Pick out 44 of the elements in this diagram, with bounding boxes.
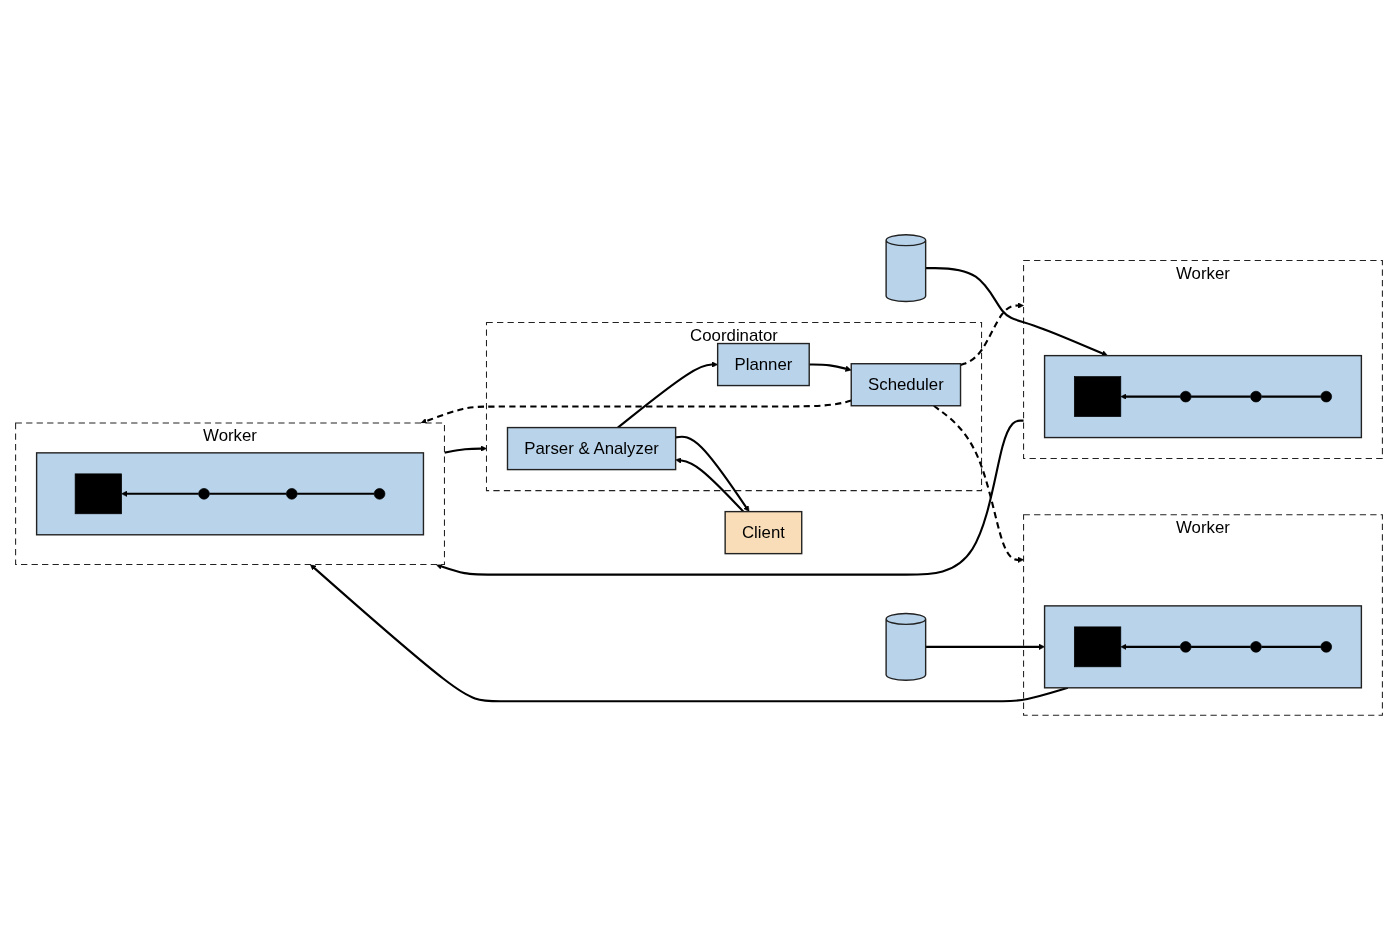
cluster: Worker <box>1023 514 1383 716</box>
arrow <box>444 445 487 454</box>
node-box: Scheduler <box>850 363 962 407</box>
node-box: Client <box>724 510 803 555</box>
node-box <box>1074 376 1122 417</box>
node-circle <box>1180 641 1192 653</box>
connector <box>297 492 375 495</box>
arrow <box>675 435 750 512</box>
connector <box>1261 645 1321 648</box>
node-cylinder <box>885 612 927 681</box>
node-circle <box>198 488 210 500</box>
node-box <box>1074 626 1122 668</box>
node-circle <box>373 488 386 500</box>
node-circle <box>1250 390 1262 403</box>
cluster: Worker <box>15 422 445 566</box>
arrow <box>809 363 852 372</box>
node-box: Planner <box>716 342 810 387</box>
node-circle <box>1320 390 1332 403</box>
arrow <box>1120 393 1181 400</box>
cluster <box>1043 354 1363 439</box>
arrow <box>675 457 745 513</box>
connector <box>1191 395 1251 398</box>
arrow <box>310 564 1069 703</box>
arrow <box>925 267 1108 357</box>
node-box <box>74 473 122 515</box>
arrow <box>121 490 199 497</box>
node-cylinder <box>885 234 927 303</box>
cluster: Worker <box>1023 260 1383 460</box>
node-box: Parser & Analyzer <box>506 426 677 471</box>
arrow <box>933 404 1024 563</box>
arrow <box>420 399 852 425</box>
node-circle <box>286 488 298 500</box>
arrow <box>925 643 1045 650</box>
connector <box>1191 645 1251 648</box>
node-circle <box>1320 641 1332 653</box>
arrow <box>960 302 1024 367</box>
connector <box>1261 395 1321 398</box>
cluster <box>1043 605 1363 689</box>
arrow <box>435 419 1024 576</box>
connector <box>209 492 287 495</box>
arrow <box>617 361 718 429</box>
node-circle <box>1180 390 1192 403</box>
arrow <box>1120 643 1181 650</box>
node-circle <box>1250 641 1262 653</box>
